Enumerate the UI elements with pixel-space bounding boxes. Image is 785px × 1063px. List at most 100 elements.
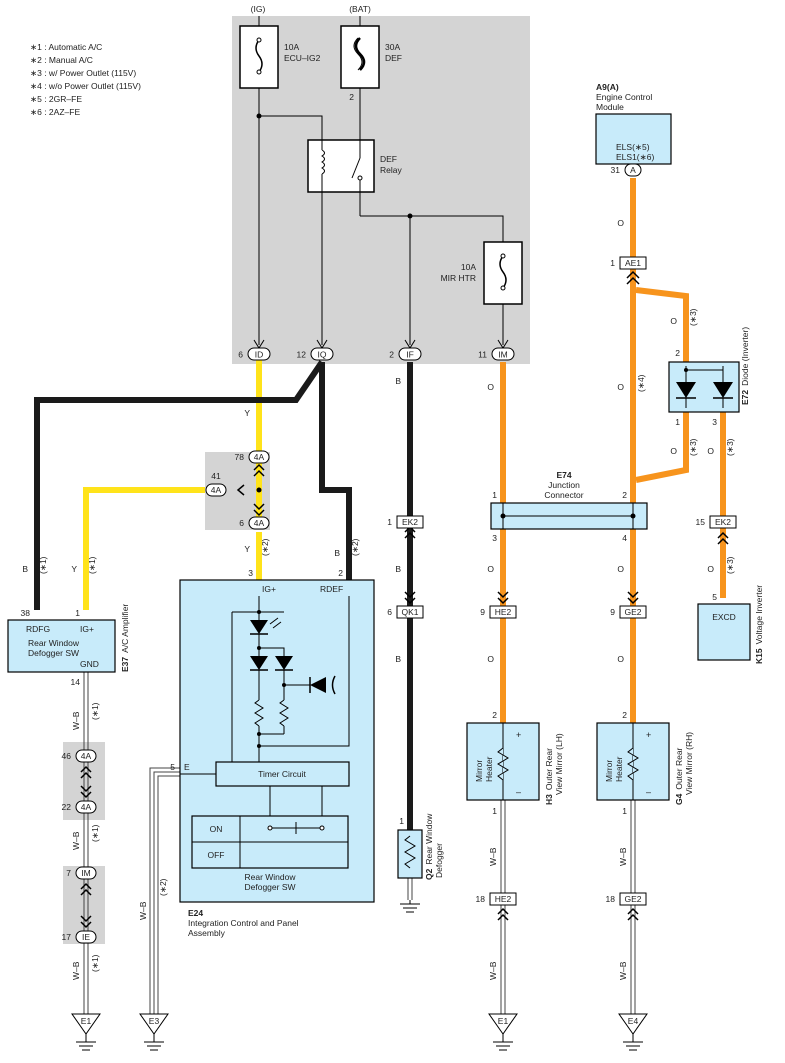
svg-text:7: 7 — [66, 868, 71, 878]
jb-pin-id: ID 6 — [238, 339, 271, 361]
voltage-inverter: 5 EXCD K15Voltage Inverter — [697, 585, 764, 664]
svg-text:4A: 4A — [81, 751, 92, 761]
ecm-id: A9(A) — [596, 82, 619, 92]
svg-text:IM: IM — [81, 868, 90, 878]
svg-text:E72Diode (Inverter): E72Diode (Inverter) — [740, 327, 750, 405]
svg-text:EK2: EK2 — [402, 517, 418, 527]
svg-text:1: 1 — [75, 608, 80, 618]
svg-text:(∗1): (∗1) — [90, 702, 100, 720]
relay-label-2: Relay — [380, 165, 402, 175]
svg-text:4A: 4A — [211, 485, 222, 495]
note-1: ∗1 : Automatic A/C — [30, 42, 102, 52]
svg-text:W–B: W–B — [488, 961, 498, 980]
svg-text:G4Outer Rear: G4Outer Rear — [674, 747, 684, 805]
fuse-mir-amp: 10A — [461, 262, 476, 272]
svg-text:–: – — [646, 787, 651, 797]
connector-ek2-right: EK2 15 — [696, 515, 737, 545]
svg-text:2: 2 — [675, 348, 680, 358]
engine-control-module: A9(A) Engine Control Module ELS(∗5) ELS1… — [595, 82, 672, 177]
wire-orange-diode-jc — [635, 412, 689, 483]
ecm-pin: 31 — [611, 165, 621, 175]
svg-text:2: 2 — [492, 710, 497, 720]
note-2: ∗2 : Manual A/C — [30, 55, 93, 65]
svg-text:14: 14 — [71, 677, 81, 687]
rear-window-defogger: 1 Q2Rear Window Defogger — [397, 813, 444, 913]
svg-text:OFF: OFF — [208, 850, 225, 860]
wire-black-iq-icp — [319, 362, 352, 580]
svg-text:4: 4 — [622, 533, 627, 543]
svg-text:RDFG: RDFG — [26, 624, 50, 634]
ground-e3: E3 — [139, 1013, 169, 1051]
splice-im-ie: IM 7 IE 17 — [62, 866, 97, 944]
svg-text:GE2: GE2 — [624, 607, 641, 617]
svg-text:22: 22 — [62, 802, 72, 812]
svg-text:Mirror: Mirror — [604, 760, 614, 782]
connector-ge2-bottom: GE2 18 — [606, 892, 647, 921]
fuse-bat-pin: 2 — [349, 92, 354, 102]
svg-text:GE2: GE2 — [624, 894, 641, 904]
svg-text:(∗3): (∗3) — [688, 308, 698, 326]
svg-text:38: 38 — [21, 608, 31, 618]
fuse-ig-supply: (IG) — [251, 4, 266, 14]
wire-yellow-amp — [83, 487, 205, 610]
svg-text:(∗2): (∗2) — [350, 538, 360, 556]
svg-text:E24: E24 — [188, 908, 203, 918]
svg-text:Rear Window: Rear Window — [244, 872, 296, 882]
jb-pin-im: IM 11 — [478, 339, 515, 361]
fuse-mir-htr: 10A MIR HTR — [441, 241, 523, 345]
svg-text:GND: GND — [80, 659, 99, 669]
svg-text:Heater: Heater — [614, 756, 624, 782]
ground-e1-left: E1 — [71, 1013, 101, 1051]
svg-text:6: 6 — [387, 607, 392, 617]
fuse-bat-name: DEF — [385, 53, 402, 63]
svg-text:Heater: Heater — [484, 756, 494, 782]
wire-wb-lh-ground — [500, 800, 506, 1015]
svg-text:E1: E1 — [498, 1016, 509, 1026]
jc-line1: Junction — [548, 480, 580, 490]
svg-text:3: 3 — [248, 568, 253, 578]
svg-text:Rear Window: Rear Window — [28, 638, 80, 648]
svg-text:EK2: EK2 — [715, 517, 731, 527]
ground-e1-right: E1 — [488, 1013, 518, 1051]
svg-text:E1: E1 — [81, 1016, 92, 1026]
svg-text:W–B: W–B — [71, 961, 81, 980]
wire-orange-diode-top — [635, 287, 689, 362]
relay-label-1: DEF — [380, 154, 397, 164]
def-relay: DEF Relay — [307, 139, 402, 345]
svg-text:18: 18 — [606, 894, 616, 904]
fuse-bat-amp: 30A — [385, 42, 400, 52]
fuse-ecu-ig2: (IG) 10A ECU–IG2 — [239, 4, 321, 345]
svg-text:B: B — [395, 376, 401, 386]
svg-text:11: 11 — [478, 350, 487, 360]
svg-text:1: 1 — [399, 816, 404, 826]
mirror-heater-rh: 2 1 + – Mirror Heater G4Outer Rear View … — [596, 710, 694, 816]
svg-text:1: 1 — [675, 417, 680, 427]
svg-text:1: 1 — [492, 490, 497, 500]
ecm-line2: Module — [596, 102, 624, 112]
svg-text:(∗4): (∗4) — [636, 374, 646, 392]
svg-text:EXCD: EXCD — [712, 612, 736, 622]
svg-text:3: 3 — [492, 533, 497, 543]
svg-text:O: O — [617, 382, 624, 392]
svg-text:View Mirror (RH): View Mirror (RH) — [684, 732, 694, 795]
svg-text:O: O — [617, 218, 624, 228]
junction-block — [232, 16, 530, 364]
svg-text:9: 9 — [610, 607, 615, 617]
svg-text:17: 17 — [62, 932, 72, 942]
svg-text:B: B — [22, 564, 28, 574]
svg-text:O: O — [617, 564, 624, 574]
svg-text:E4: E4 — [628, 1016, 639, 1026]
svg-text:+: + — [516, 730, 521, 740]
svg-text:Integration Control and Panel: Integration Control and Panel — [188, 918, 299, 928]
svg-text:W–B: W–B — [71, 831, 81, 850]
svg-text:W–B: W–B — [71, 711, 81, 730]
fuse-bat-supply: (BAT) — [349, 4, 371, 14]
jb-pin-iq: IQ 12 — [297, 339, 334, 361]
wire-wb-icp-ground — [149, 767, 180, 1015]
fuse-ig-name: ECU–IG2 — [284, 53, 321, 63]
connector-he2: HE2 9 — [480, 591, 517, 619]
svg-text:QK1: QK1 — [401, 607, 418, 617]
svg-text:ID: ID — [255, 350, 264, 360]
svg-text:W–B: W–B — [618, 961, 628, 980]
